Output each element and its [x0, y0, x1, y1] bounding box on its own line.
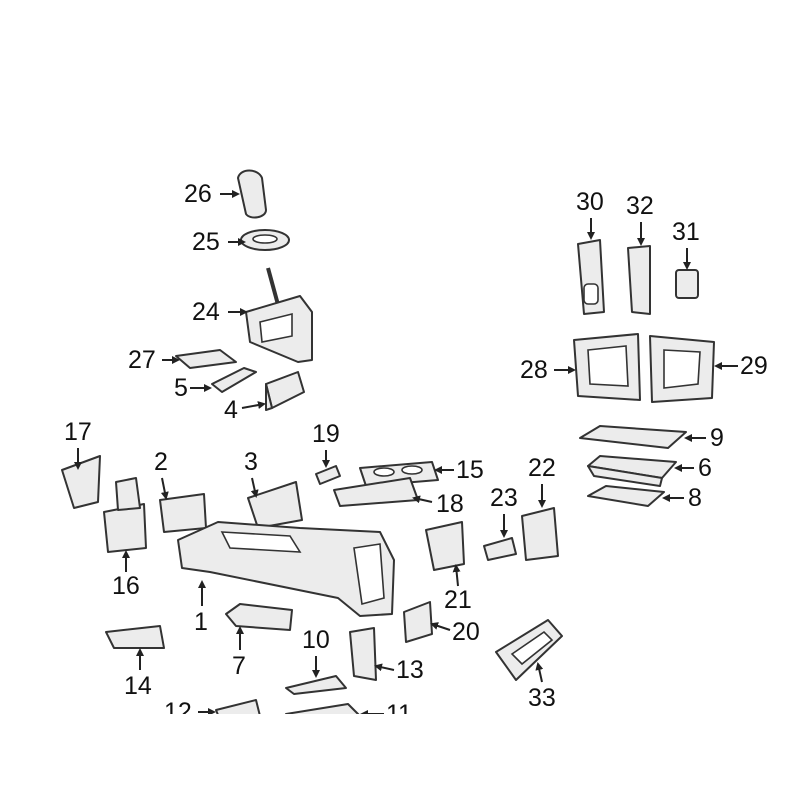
part-33-switch-panel [495, 619, 563, 681]
callout-10: 10 [302, 626, 330, 654]
part-22-trim [521, 507, 559, 561]
part-17-trim [61, 455, 101, 509]
part-3-bracket [247, 481, 303, 529]
part-29-panel-right [649, 335, 715, 403]
callout-33: 33 [528, 684, 556, 712]
callout-26: 26 [184, 180, 212, 208]
part-30-trim [577, 239, 605, 315]
callout-25: 25 [192, 228, 220, 256]
callout-20: 20 [452, 618, 480, 646]
part-27-bezel [175, 349, 237, 369]
callout-8: 8 [688, 484, 702, 512]
part-9-armrest-lid [579, 425, 687, 449]
callout-30: 30 [576, 188, 604, 216]
part-8-tray-mat [587, 485, 665, 507]
part-31-switch [675, 269, 699, 299]
callout-1: 1 [194, 608, 208, 636]
part-15-cup-holder [359, 461, 439, 487]
part-1-console-body [177, 521, 395, 617]
callout-19: 19 [312, 420, 340, 448]
part-26-shift-knob [237, 169, 267, 219]
part-13-bracket [349, 627, 377, 681]
part-10-trim-strip [285, 675, 347, 695]
callout-16: 16 [112, 572, 140, 600]
callout-4: 4 [224, 396, 238, 424]
part-24-shifter-assembly [245, 267, 313, 363]
callout-5: 5 [174, 374, 188, 402]
callout-2: 2 [154, 448, 168, 476]
callout-17: 17 [64, 418, 92, 446]
callout-28: 28 [520, 356, 548, 384]
callout-22: 22 [528, 454, 556, 482]
part-25-shift-ring [240, 229, 290, 251]
callout-18: 18 [436, 490, 464, 518]
callout-9: 9 [710, 424, 724, 452]
callout-7: 7 [232, 652, 246, 680]
callout-29: 29 [740, 352, 768, 380]
part-23-switch [483, 537, 517, 561]
part-7-tray [225, 603, 293, 631]
part-4-bracket [265, 371, 305, 411]
part-19-clip [315, 465, 341, 485]
part-28-panel-left [573, 333, 641, 401]
callout-31: 31 [672, 218, 700, 246]
part-20-trim [403, 601, 433, 643]
callout-21: 21 [444, 586, 472, 614]
callout-23: 23 [490, 484, 518, 512]
part-16-bracket [103, 477, 147, 553]
callout-6: 6 [698, 454, 712, 482]
callout-14: 14 [124, 672, 152, 700]
callout-3: 3 [244, 448, 258, 476]
callout-13: 13 [396, 656, 424, 684]
callout-15: 15 [456, 456, 484, 484]
part-5-trim-strip [211, 367, 257, 393]
bottom-crop [0, 714, 800, 800]
part-32-trim [627, 245, 651, 315]
part-14-bracket [105, 625, 165, 649]
callout-32: 32 [626, 192, 654, 220]
callout-24: 24 [192, 298, 220, 326]
callout-27: 27 [128, 346, 156, 374]
part-2-storage-bin [159, 493, 207, 533]
part-6-storage-tray [587, 455, 677, 487]
part-21-vent [425, 521, 465, 571]
